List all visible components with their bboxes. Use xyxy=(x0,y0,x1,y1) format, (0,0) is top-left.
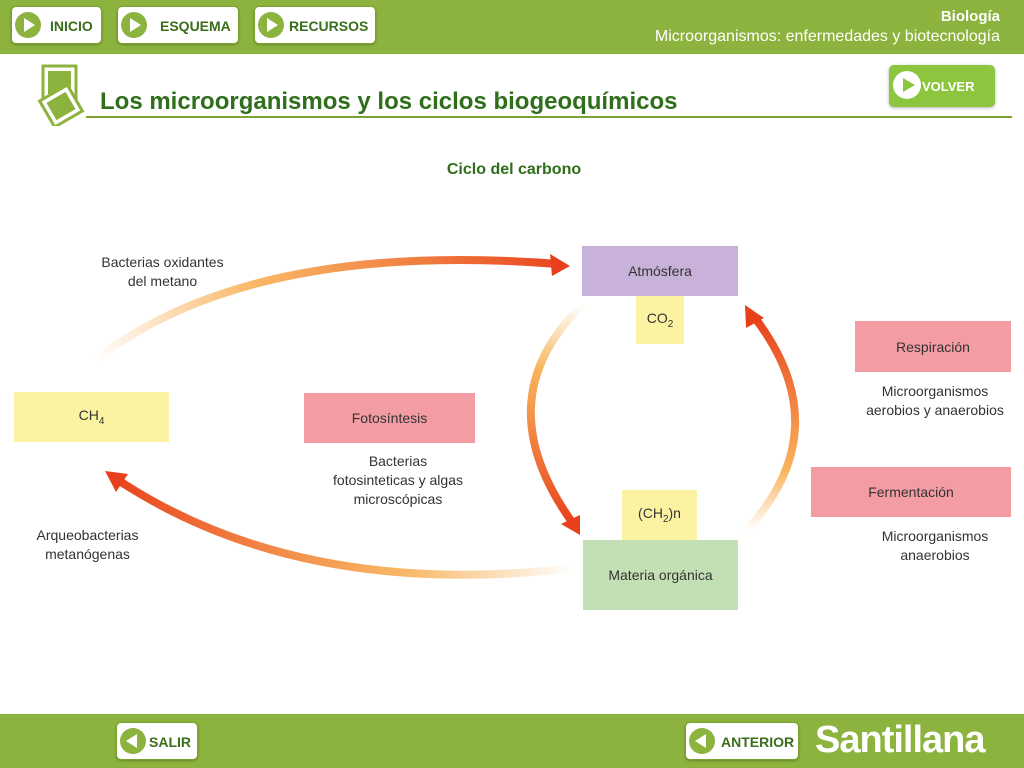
arrow-photosynthesis xyxy=(526,301,586,535)
esquema-button[interactable]: ESQUEMA xyxy=(117,6,239,44)
santillana-logo: Santillana xyxy=(815,719,985,761)
esquema-label: ESQUEMA xyxy=(160,18,231,34)
page-title: Los microorganismos y los ciclos biogeoq… xyxy=(100,88,678,115)
play-icon xyxy=(258,12,284,38)
inicio-button[interactable]: INICIO xyxy=(11,6,102,44)
subject-label: Biología xyxy=(940,8,1000,25)
back-icon xyxy=(689,728,715,754)
title-divider xyxy=(86,116,1012,118)
materia-organica-box: Materia orgánica xyxy=(583,540,738,610)
play-icon xyxy=(893,71,921,99)
recursos-button[interactable]: RECURSOS xyxy=(254,6,376,44)
fermentacion-label: Fermentación xyxy=(868,484,954,500)
arrow-metano-oxidation xyxy=(91,254,570,364)
atmosfera-box: Atmósfera xyxy=(582,246,738,296)
recursos-label: RECURSOS xyxy=(289,18,369,34)
ch4-box: CH4 xyxy=(14,392,169,442)
ch4-label: CH4 xyxy=(78,407,105,427)
co2-label: CO2 xyxy=(646,310,674,330)
arrow-methanogenesis xyxy=(105,471,579,579)
inicio-label: INICIO xyxy=(50,18,93,34)
respiracion-box: Respiración xyxy=(855,321,1011,372)
fotosintesis-label: Fotosíntesis xyxy=(351,410,428,426)
diagram-title: Ciclo del carbono xyxy=(446,161,582,178)
anterior-button[interactable]: ANTERIOR xyxy=(685,722,799,760)
back-icon xyxy=(120,728,146,754)
play-icon xyxy=(121,12,147,38)
topic-label: Microorganismos: enfermedades y biotecno… xyxy=(654,28,1000,45)
salir-button[interactable]: SALIR xyxy=(116,722,198,760)
volver-button[interactable]: VOLVER xyxy=(889,65,995,107)
ch2n-label: (CH2)n xyxy=(638,505,681,525)
arrow-respiration xyxy=(741,305,800,536)
salir-label: SALIR xyxy=(149,734,191,750)
materia-organica-label: Materia orgánica xyxy=(608,567,713,583)
atmosfera-label: Atmósfera xyxy=(628,263,692,279)
anterior-label: ANTERIOR xyxy=(721,734,795,750)
play-icon xyxy=(15,12,41,38)
co2-box: CO2 xyxy=(636,296,684,344)
section-logo-icon xyxy=(37,64,85,126)
respiracion-label: Respiración xyxy=(896,338,970,355)
volver-label: VOLVER xyxy=(922,79,975,94)
ch2n-box: (CH2)n xyxy=(622,490,697,540)
fermentacion-box: Fermentación xyxy=(811,467,1011,517)
fotosintesis-box: Fotosíntesis xyxy=(304,393,475,443)
